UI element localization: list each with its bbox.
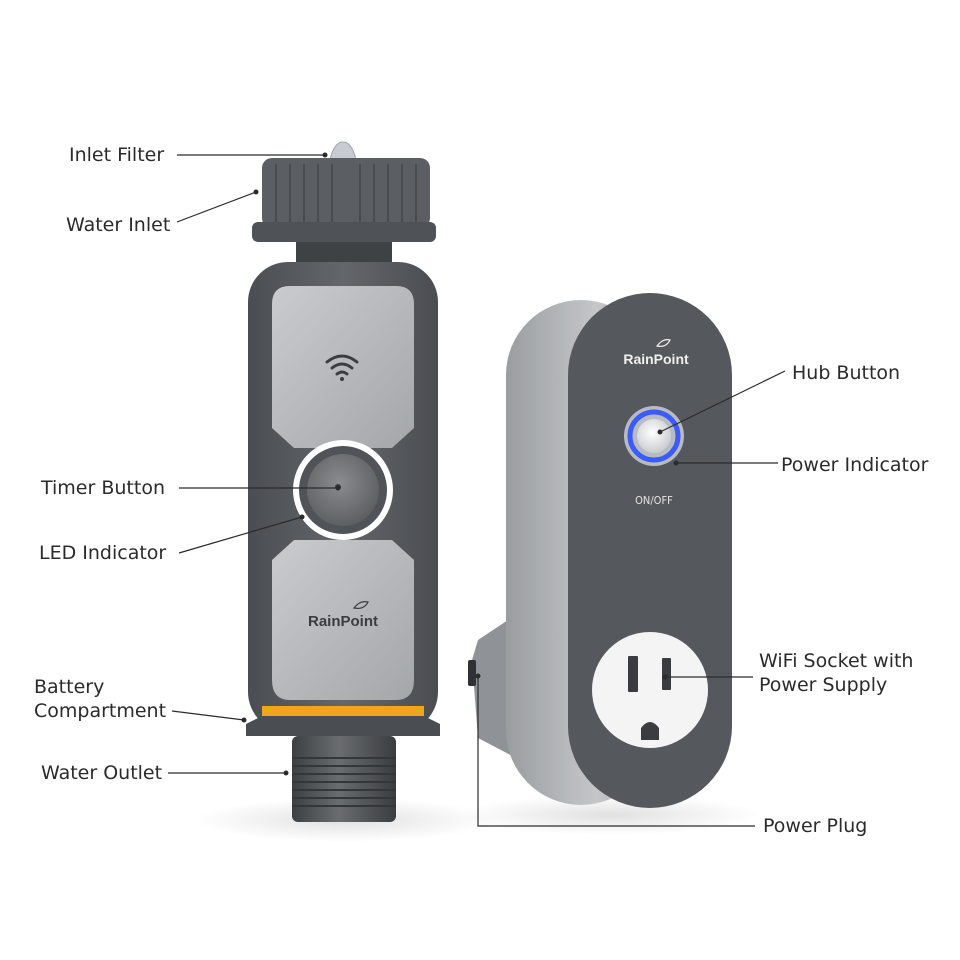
label-wifi-socket-line2: Power Supply bbox=[759, 674, 888, 696]
leader-power-plug bbox=[477, 676, 755, 827]
battery-flange bbox=[246, 716, 440, 736]
leader-hub-button bbox=[659, 370, 786, 433]
label-water-outlet: Water Outlet bbox=[41, 762, 163, 784]
inlet-nut-ribs bbox=[275, 164, 417, 222]
leader-water-inlet bbox=[176, 191, 257, 223]
inlet-nut-flange bbox=[252, 222, 436, 242]
wifi-hub-device: RainPoint ON/OFF bbox=[468, 293, 732, 808]
timer-face-upper bbox=[272, 286, 414, 448]
water-inlet-nut bbox=[262, 158, 430, 228]
socket-slot-left bbox=[628, 656, 638, 692]
wifi-socket bbox=[592, 632, 708, 748]
power-indicator-ring bbox=[627, 409, 681, 463]
label-timer-button: Timer Button bbox=[41, 477, 165, 499]
label-water-inlet: Water Inlet bbox=[66, 214, 171, 236]
leader-battery bbox=[171, 710, 245, 721]
leader-lines bbox=[168, 154, 786, 827]
leaf-icon bbox=[352, 601, 369, 609]
hub-button[interactable] bbox=[637, 419, 671, 453]
wifi-icon bbox=[325, 354, 359, 381]
label-hub-button: Hub Button bbox=[792, 362, 901, 384]
hub-brand-logo: RainPoint bbox=[623, 351, 689, 367]
timer-face-lower bbox=[272, 540, 414, 700]
socket-ground-slot bbox=[641, 722, 659, 740]
label-power-plug: Power Plug bbox=[763, 815, 868, 837]
leader-dots bbox=[241, 152, 679, 776]
hub-leaf-icon bbox=[655, 339, 671, 347]
timer-brand-logo: RainPoint bbox=[308, 613, 378, 630]
hub-shadow bbox=[460, 795, 760, 835]
leader-led-indicator bbox=[178, 516, 303, 554]
outlet-thread-lines bbox=[292, 757, 396, 807]
label-battery-line1: Battery bbox=[34, 676, 105, 698]
label-battery-compartment: Battery Compartment bbox=[34, 675, 166, 723]
label-power-indicator: Power Indicator bbox=[781, 454, 929, 476]
label-wifi-socket: WiFi Socket with Power Supply bbox=[759, 649, 913, 697]
label-battery-line2: Compartment bbox=[34, 700, 167, 722]
label-led-indicator: LED Indicator bbox=[39, 542, 167, 564]
socket-slot-right bbox=[662, 658, 671, 690]
water-outlet-thread bbox=[292, 736, 396, 822]
label-inlet-filter: Inlet Filter bbox=[69, 144, 165, 166]
plug-prong bbox=[468, 660, 476, 686]
on-off-label: ON/OFF bbox=[635, 494, 673, 507]
label-wifi-socket-line1: WiFi Socket with bbox=[759, 650, 914, 672]
inlet-filter bbox=[329, 141, 357, 161]
water-timer-device: RainPoint bbox=[246, 141, 440, 822]
timer-button[interactable] bbox=[307, 454, 379, 526]
